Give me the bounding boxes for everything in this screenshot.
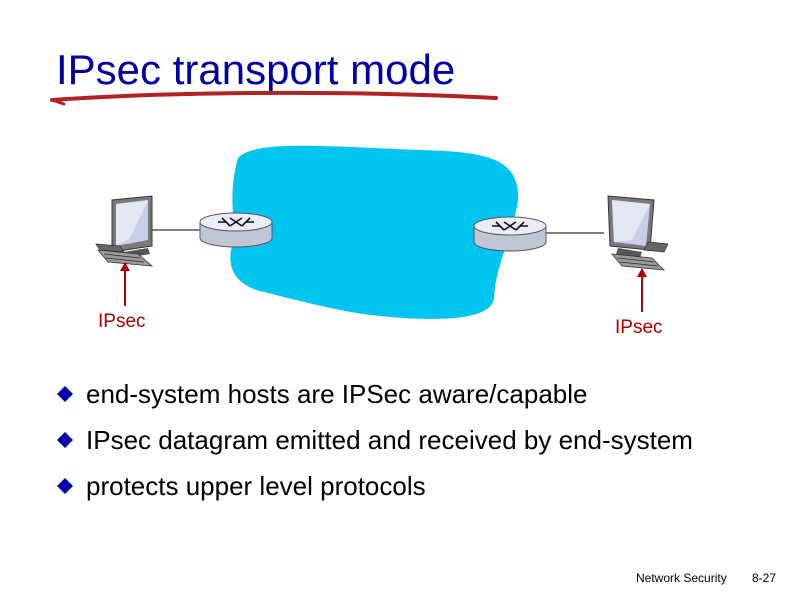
computer-left-icon [95,195,154,267]
network-cloud [230,145,519,319]
diamond-bullet-icon [57,432,73,448]
router-left-icon [199,212,273,248]
diamond-bullet-icon [57,386,73,402]
footer-course: Network Security [636,571,727,585]
ipsec-label-right: IPsec [615,317,663,338]
bullet-text: end-system hosts are IPSec aware/capable [86,379,588,409]
arrow-right [637,268,647,312]
bullet-list: end-system hosts are IPSec aware/capable… [56,376,756,514]
bullet-text: IPsec datagram emitted and received by e… [86,425,693,455]
arrow-left [120,262,130,306]
bullet-item: end-system hosts are IPSec aware/capable [56,376,756,412]
bullet-text: protects upper level protocols [86,471,426,501]
slide-title: IPsec transport mode [56,46,456,93]
bullet-item: protects upper level protocols [56,468,756,504]
footer-page-number: 8-27 [752,571,777,585]
diamond-bullet-icon [57,478,73,494]
ipsec-label-left: IPsec [98,311,146,332]
bullet-item: IPsec datagram emitted and received by e… [56,422,756,458]
title-underline [50,90,498,106]
router-right-icon [473,216,547,252]
computer-right-icon [607,195,669,271]
